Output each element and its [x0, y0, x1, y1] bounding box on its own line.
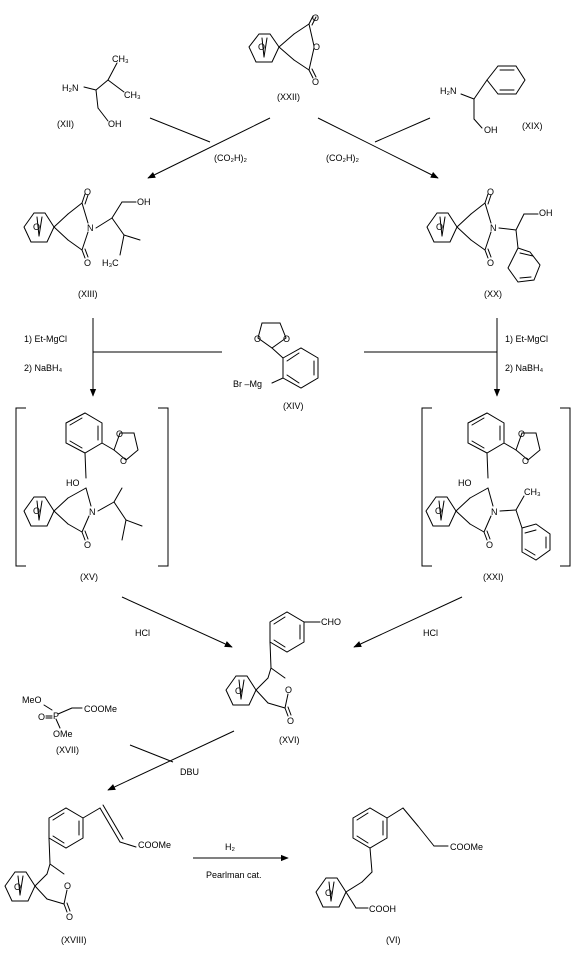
label-xv: (XV)	[80, 572, 98, 582]
compound-xvi-structure	[225, 611, 321, 717]
xiv-o-left: O	[254, 334, 261, 344]
label-xvii: (XVII)	[56, 745, 79, 755]
xxii-o-bottom: O	[312, 77, 319, 87]
label-xii: (XII)	[57, 119, 74, 129]
xxii-o-ring: O	[313, 42, 320, 52]
xix-h2n: H₂N	[440, 86, 457, 96]
xx-o-bottom: O	[487, 258, 494, 268]
label-xx: (XX)	[484, 289, 502, 299]
vi-coome: COOMe	[450, 842, 483, 852]
xxi-o-bridge: O	[435, 506, 442, 516]
xiv-o-right: O	[283, 334, 290, 344]
xv-o-diox-1: O	[116, 429, 123, 439]
xxi-ho: HO	[458, 478, 472, 488]
cond-oxalic-left: (CO₂H)₂	[214, 153, 247, 163]
brackets-xxi	[421, 407, 571, 567]
compound-xx-structure	[426, 193, 541, 283]
xviii-coome: COOMe	[138, 840, 171, 850]
cond-step2-left: 2) NaBH₄	[24, 363, 63, 373]
xviii-o-bridge: O	[14, 882, 21, 892]
arrow-xvi-to-xviii	[107, 730, 235, 791]
cond-hcl-left: HCl	[135, 628, 150, 638]
xvii-ome: OMe	[53, 729, 73, 739]
arrow-xv-to-xvi	[121, 596, 233, 648]
compound-xv-structure	[23, 412, 143, 541]
compound-xxi-structure	[425, 412, 551, 561]
xx-oh: OH	[539, 208, 553, 218]
xiii-o-bridge: O	[33, 222, 40, 232]
arrow-xxi-to-xvi	[353, 596, 463, 648]
label-xix: (XIX)	[522, 121, 543, 131]
xvii-coome: COOMe	[84, 704, 117, 714]
brackets-xv	[15, 407, 169, 567]
xvi-cho: CHO	[321, 617, 341, 627]
xii-ch3-right: CH₃	[124, 90, 141, 100]
vi-cooh: COOH	[369, 904, 396, 914]
compound-xiii-structure	[23, 193, 141, 259]
compound-xix-structure	[460, 65, 526, 129]
compound-xii-structure	[83, 62, 125, 122]
label-xxii: (XXII)	[277, 92, 300, 102]
label-xiii: (XIII)	[78, 289, 98, 299]
xv-o-diox-2: O	[120, 456, 127, 466]
label-xviii: (XVIII)	[61, 935, 87, 945]
xxi-ch3: CH₃	[524, 487, 541, 497]
compound-xviii-structure	[4, 804, 137, 913]
xii-ch3-top: CH₃	[112, 54, 129, 64]
xxii-o-bridge: O	[258, 42, 265, 52]
xix-oh: OH	[484, 125, 498, 135]
xv-o-bottom: O	[84, 540, 91, 550]
xxi-o-bottom: O	[486, 540, 493, 550]
xx-o-bridge: O	[436, 222, 443, 232]
xv-n: N	[89, 507, 96, 517]
compound-xxii-structure	[248, 15, 317, 79]
compound-vi-structure	[315, 807, 449, 909]
label-xxi: (XXI)	[483, 572, 504, 582]
xiii-o-bottom: O	[84, 258, 91, 268]
cond-step1-left: 1) Et-MgCl	[24, 334, 67, 344]
xxi-o-diox-1: O	[518, 429, 525, 439]
arrow-xxii-to-xiii	[147, 117, 271, 179]
xxi-n: N	[491, 507, 498, 517]
compound-xvii-structure	[43, 704, 83, 729]
xiii-oh: OH	[137, 197, 151, 207]
cond-step2-right: 2) NaBH₄	[505, 363, 544, 373]
arrow-xx-to-xxi	[364, 318, 501, 397]
cond-dbu: DBU	[180, 767, 199, 777]
xvi-o-ring: O	[285, 685, 292, 695]
xviii-o-carbonyl: O	[66, 912, 73, 922]
xii-oh: OH	[108, 119, 122, 129]
vi-o-bridge: O	[325, 888, 332, 898]
xiv-br-mg: Br –Mg	[233, 379, 262, 389]
cond-pearlman: Pearlman cat.	[206, 870, 262, 880]
xiii-o-top: O	[84, 187, 91, 197]
xv-ho: HO	[66, 478, 80, 488]
xvi-o-carbonyl: O	[287, 716, 294, 726]
xv-o-bridge: O	[33, 506, 40, 516]
xxii-o-top: O	[312, 13, 319, 23]
arrow-xxii-to-xx	[317, 117, 439, 179]
xxi-o-diox-2: O	[522, 456, 529, 466]
xii-h2n: H₂N	[62, 83, 79, 93]
label-xvi: (XVI)	[279, 735, 300, 745]
arrow-xiii-to-xv	[89, 318, 222, 397]
compound-xiv-structure	[257, 322, 319, 389]
label-vi: (VI)	[386, 935, 401, 945]
xiii-n: N	[87, 223, 94, 233]
xx-o-top: O	[487, 187, 494, 197]
xvii-p: P	[53, 711, 59, 721]
cond-step1-right: 1) Et-MgCl	[505, 334, 548, 344]
cond-h2: H₂	[225, 842, 235, 852]
label-xiv: (XIV)	[283, 401, 304, 411]
xvii-o: O	[38, 712, 45, 722]
xvi-o-bridge: O	[235, 686, 242, 696]
xviii-o-ring: O	[64, 881, 71, 891]
xx-n: N	[490, 223, 497, 233]
xvii-meo: MeO	[22, 695, 42, 705]
xiii-h3c: H₃C	[102, 258, 119, 268]
cond-hcl-right: HCl	[423, 628, 438, 638]
cond-oxalic-right: (CO₂H)₂	[326, 153, 359, 163]
